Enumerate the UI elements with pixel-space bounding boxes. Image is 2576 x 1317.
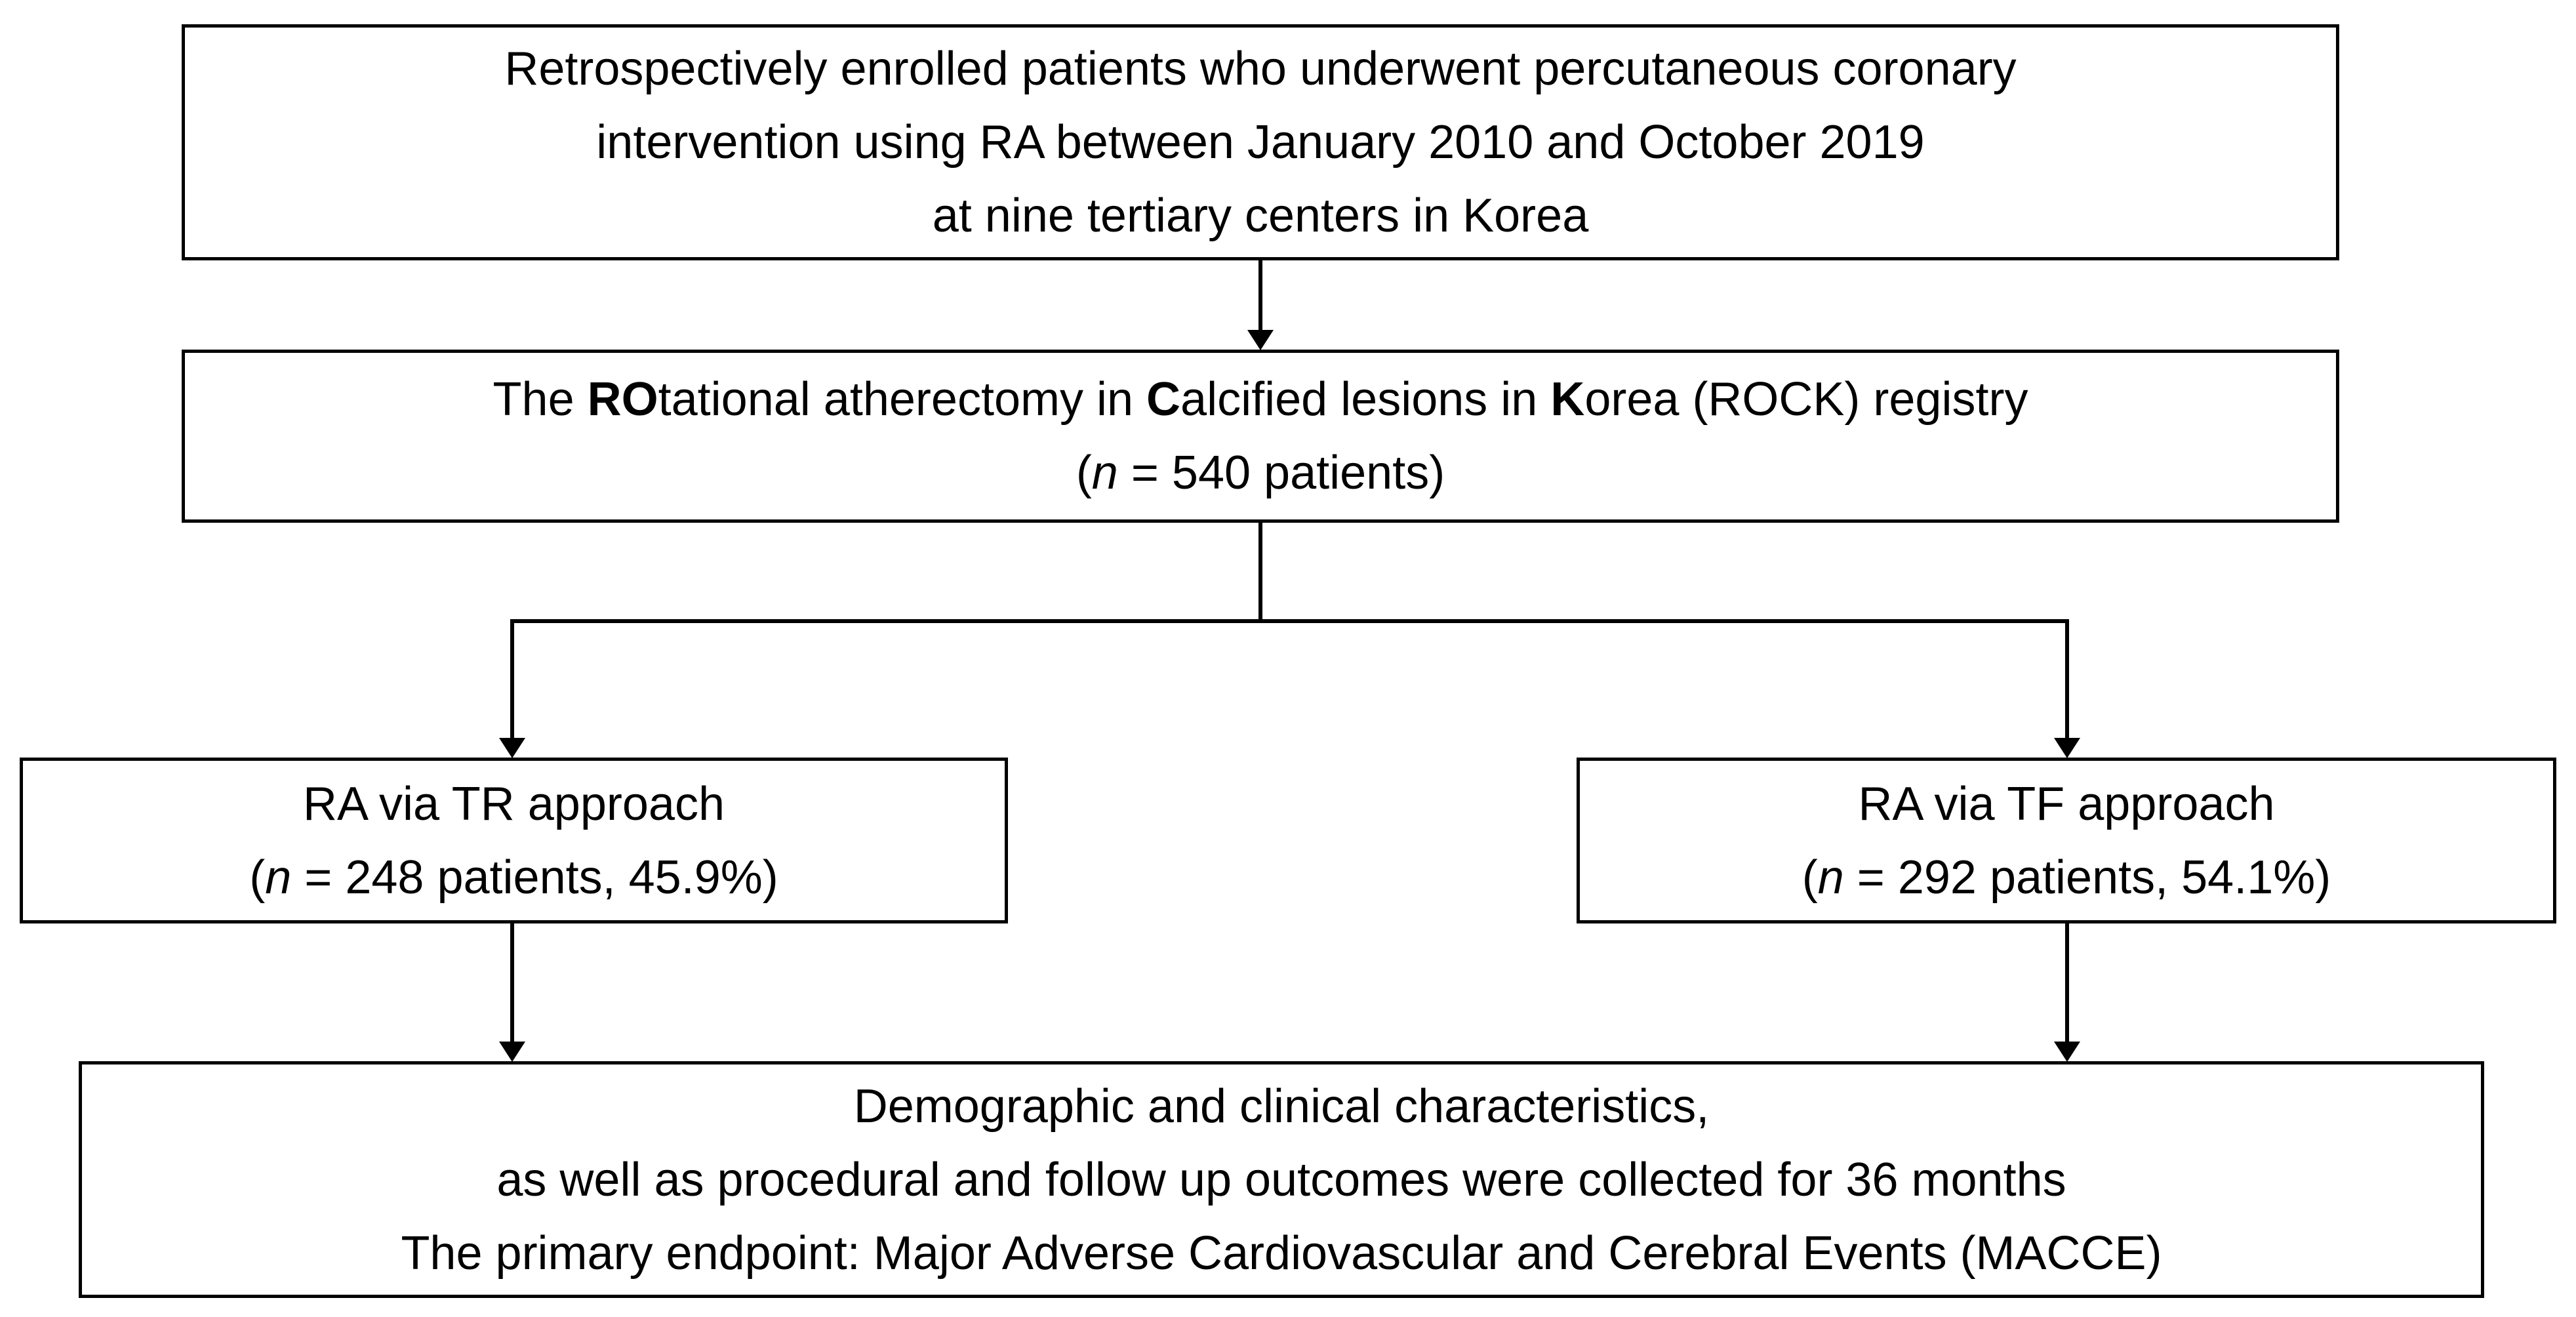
- tf-count-open: (: [1801, 851, 1818, 904]
- outcome-box: Demographic and clinical characteristics…: [79, 1061, 2484, 1298]
- arrow-tr-to-outcome-line: [510, 923, 514, 1043]
- registry-count-open: (: [1076, 447, 1092, 499]
- arrowhead-down-icon: [2054, 1042, 2080, 1062]
- arrowhead-down-icon: [2054, 738, 2080, 758]
- tf-approach-count: (n = 292 patients, 54.1%): [1802, 841, 2331, 914]
- branch-right-line: [2065, 619, 2069, 741]
- branch-stem-line: [1258, 523, 1262, 623]
- registry-count: (n = 540 patients): [1076, 436, 1445, 510]
- registry-title-seg4-bold: C: [1146, 373, 1181, 426]
- tr-approach-box: RA via TR approach (n = 248 patients, 45…: [20, 758, 1008, 923]
- tf-approach-box: RA via TF approach (n = 292 patients, 54…: [1577, 758, 2556, 923]
- branch-left-line: [510, 619, 514, 741]
- arrow-tf-to-outcome-line: [2065, 923, 2069, 1043]
- outcome-line-1: Demographic and clinical characteristics…: [853, 1080, 1710, 1133]
- enrollment-line-1: Retrospectively enrolled patients who un…: [504, 43, 2017, 95]
- branch-horizontal-line: [510, 619, 2069, 623]
- tf-count-n-symbol: n: [1817, 851, 1844, 904]
- arrowhead-down-icon: [1247, 330, 1274, 350]
- enrollment-line-2: intervention using RA between January 20…: [596, 116, 1925, 169]
- registry-title-seg6-bold: K: [1550, 373, 1585, 426]
- enrollment-box: Retrospectively enrolled patients who un…: [182, 24, 2339, 260]
- registry-title-seg2-bold: RO: [587, 373, 658, 426]
- tf-count-rest: = 292 patients, 54.1%): [1843, 851, 2331, 904]
- registry-title-seg3: tational atherectomy in: [658, 373, 1147, 426]
- tr-approach-count: (n = 248 patients, 45.9%): [249, 841, 778, 914]
- registry-count-rest: = 540 patients): [1117, 447, 1445, 499]
- registry-box: The ROtational atherectomy in Calcified …: [182, 350, 2339, 523]
- outcome-line-2: as well as procedural and follow up outc…: [496, 1153, 2066, 1206]
- tr-count-rest: = 248 patients, 45.9%): [291, 851, 778, 904]
- registry-title-seg5: alcified lesions in: [1180, 373, 1551, 426]
- arrow-enrollment-to-registry-line: [1258, 260, 1262, 333]
- arrowhead-down-icon: [499, 1042, 525, 1062]
- registry-title-seg1: The: [493, 373, 588, 426]
- enrollment-line-3: at nine tertiary centers in Korea: [932, 190, 1589, 242]
- tr-count-n-symbol: n: [265, 851, 292, 904]
- registry-count-n-symbol: n: [1091, 447, 1118, 499]
- arrowhead-down-icon: [499, 738, 525, 758]
- registry-title-seg7: orea (ROCK) registry: [1584, 373, 2028, 426]
- tr-count-open: (: [249, 851, 266, 904]
- tf-approach-title: RA via TF approach: [1858, 777, 2275, 830]
- outcome-line-3: The primary endpoint: Major Adverse Card…: [401, 1226, 2162, 1280]
- registry-title: The ROtational atherectomy in Calcified …: [493, 363, 2028, 436]
- tr-approach-title: RA via TR approach: [302, 777, 725, 830]
